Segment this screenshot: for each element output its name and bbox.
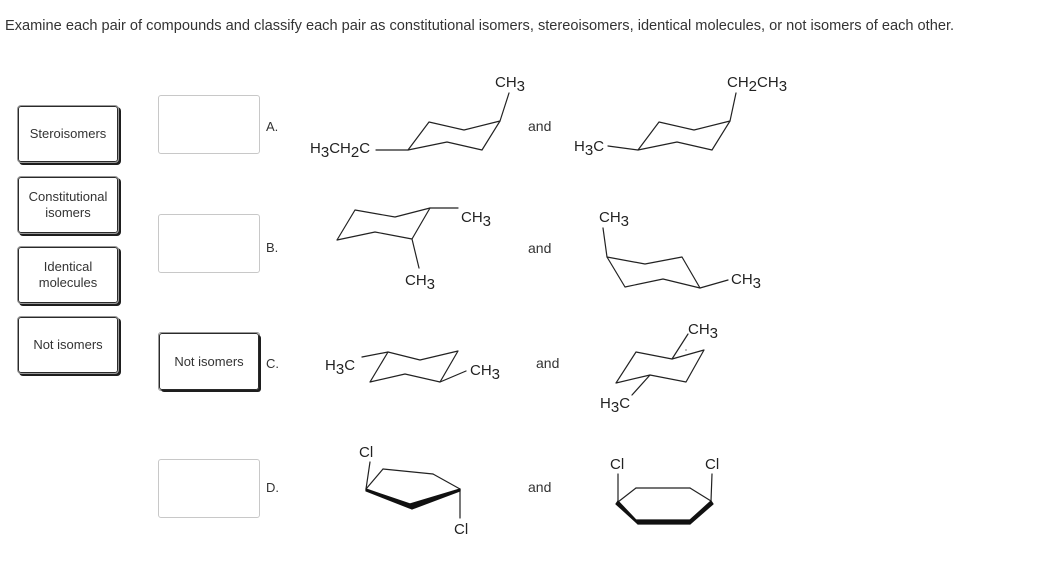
question-label-c: C. xyxy=(266,356,279,371)
label-c-left-ch3: CH3 xyxy=(470,362,500,383)
label-c-right-h3c: H3C xyxy=(600,395,630,416)
label-c-left-h3c: H3C xyxy=(325,357,355,378)
structure-c-right xyxy=(615,333,705,396)
answer-chip-label: Not isomers xyxy=(33,337,103,352)
label-c-right-ch3: CH3 xyxy=(688,321,718,342)
drop-target-d[interactable] xyxy=(158,459,260,518)
answer-chip-label: Identical molecules xyxy=(38,259,98,290)
label-a-left-ch3: CH3 xyxy=(495,74,525,95)
drop-target-a[interactable] xyxy=(158,95,260,154)
structure-d-left xyxy=(365,461,461,519)
drop-target-c[interactable]: Not isomers xyxy=(158,332,260,391)
label-a-right-h3c: H3C xyxy=(574,138,604,159)
answer-chip-label: Steroisomers xyxy=(29,126,107,141)
structure-b-left xyxy=(336,207,459,269)
and-connector-d: and xyxy=(528,479,552,495)
structure-labels: CH3 H3CH2C CH2CH3 H3C CH3 CH3 CH3 CH3 H3… xyxy=(310,74,787,538)
label-b-right-ch3-right: CH3 xyxy=(731,271,761,292)
label-b-left-ch3-right: CH3 xyxy=(461,209,491,230)
label-d-right-cl-left: Cl xyxy=(610,456,624,473)
structure-d-right xyxy=(615,473,714,525)
answer-chip-not-isomers[interactable]: Not isomers xyxy=(17,316,119,374)
label-b-right-ch3-up: CH3 xyxy=(599,209,629,230)
answer-chip-identical-molecules[interactable]: Identical molecules xyxy=(17,246,119,304)
question-label-b: B. xyxy=(266,240,279,255)
placed-answer-label: Not isomers xyxy=(174,354,244,369)
instructions-text: Examine each pair of compounds and class… xyxy=(5,18,955,34)
structure-a-right xyxy=(607,92,737,151)
label-d-left-cl-bottom: Cl xyxy=(454,521,468,538)
drop-target-b[interactable] xyxy=(158,214,260,273)
answer-chip-stereoisomers[interactable]: Steroisomers xyxy=(17,105,119,163)
label-b-left-ch3-down: CH3 xyxy=(405,272,435,293)
answer-chip-label: Constitutional isomers xyxy=(28,189,108,220)
label-a-right-substituent: CH2CH3 xyxy=(727,74,787,95)
label-d-right-cl-right: Cl xyxy=(705,456,719,473)
structure-c-left xyxy=(361,350,467,383)
structure-b-right xyxy=(602,227,729,289)
label-a-left-substituent: H3CH2C xyxy=(310,140,370,161)
placed-answer-chip[interactable]: Not isomers xyxy=(159,333,259,390)
and-connector-a: and xyxy=(528,118,552,134)
question-label-d: D. xyxy=(266,480,279,495)
and-connector-b: and xyxy=(528,240,552,256)
label-d-left-cl-top: Cl xyxy=(359,444,373,461)
answer-chip-constitutional-isomers[interactable]: Constitutional isomers xyxy=(17,176,119,234)
and-connector-c: and xyxy=(536,355,560,371)
question-label-a: A. xyxy=(266,119,279,134)
structure-a-left xyxy=(375,92,510,151)
